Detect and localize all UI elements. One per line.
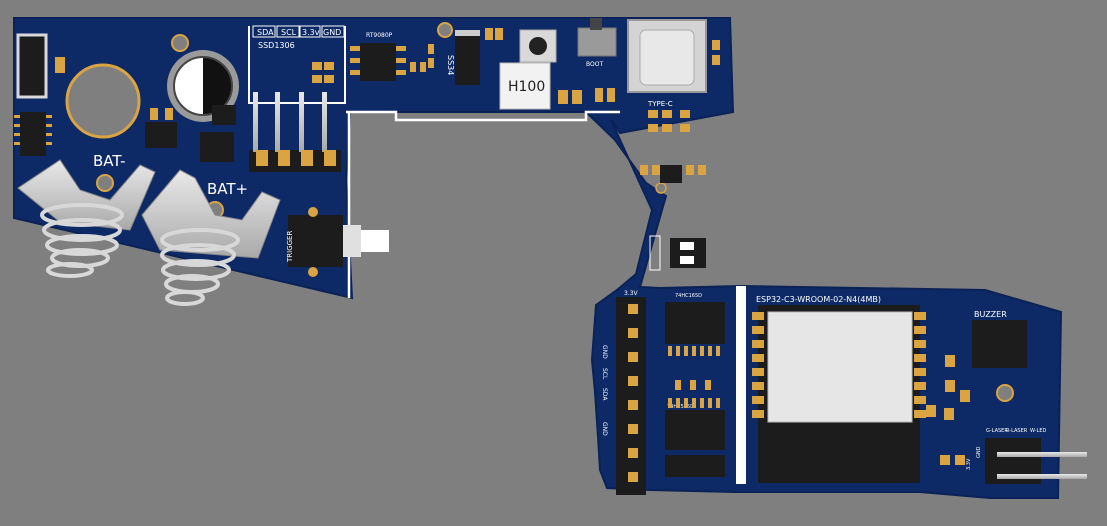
electrolytic-capacitor: [167, 50, 239, 122]
silk-oled-box: [248, 26, 346, 104]
battery-spring-plus: [160, 228, 240, 306]
label-bat-minus: BAT-: [93, 152, 126, 170]
oled-header: [249, 92, 341, 172]
label-3v3: 3.3v: [302, 28, 320, 37]
label-buzzer: BUZZER: [974, 310, 1007, 319]
label-pin-scl: SCL: [601, 368, 608, 380]
smd-components-left: [55, 57, 236, 162]
label-scl: SCL: [281, 28, 297, 37]
label-esp32: ESP32-C3-WROOM-02-N4(4MB): [756, 295, 881, 304]
ic-left: [20, 112, 46, 156]
ss34-diode: SS34: [446, 30, 480, 85]
label-type-c: TYPE-C: [647, 100, 673, 108]
silk-outline-top: [346, 110, 620, 298]
label-pin-gnd2: GND: [601, 422, 608, 436]
label-pin-sda: SDA: [601, 388, 608, 401]
esp32-module: ESP32-C3-WROOM-02-N4(4MB): [736, 286, 926, 484]
label-hdr-gnd: GND: [976, 446, 982, 458]
shift-register-ics: 74HC165D 74HC595D: [665, 293, 725, 477]
oled-header-labels: SDA SCL 3.3v GND SSD1306: [252, 25, 345, 50]
label-pin-gnd: GND: [601, 345, 608, 359]
label-74hc595: 74HC595D: [667, 404, 694, 410]
label-hdr-3v3: 3.3V: [966, 458, 972, 470]
label-gnd: GND: [323, 28, 341, 37]
label-ssd1306: SSD1306: [258, 41, 295, 50]
battery-ring: [65, 63, 141, 139]
label-boot: BOOT: [586, 61, 603, 68]
io-header-vertical: 3.3V GND SCL SDA GND: [601, 290, 646, 495]
diode-block: [16, 33, 48, 99]
label-trigger: TRIGGER: [286, 231, 294, 263]
usb-type-c-connector: TYPE-C: [627, 19, 707, 108]
label-w-led: W-LED: [1030, 428, 1046, 434]
label-bat-plus: BAT+: [207, 180, 248, 198]
ldo-ic: [660, 165, 682, 183]
label-pin-3v3: 3.3V: [624, 290, 639, 297]
label-h100: H100: [508, 79, 545, 95]
regulator-ic: RT9080P: [350, 32, 406, 81]
trigger-switch: TRIGGER: [286, 207, 389, 277]
label-g-laser: G-LASER: [986, 428, 1008, 434]
smd-passives-upper: [312, 28, 720, 175]
ic-left-pins: [14, 115, 52, 145]
buzzer: BUZZER: [972, 310, 1027, 368]
smd-passives-lower: [675, 355, 970, 465]
label-rt9080p: RT9080P: [366, 32, 393, 39]
label-r-laser: R-LASER: [1006, 428, 1028, 434]
reset-button: [519, 29, 557, 63]
label-74hc165-top: 74HC165D: [675, 293, 702, 299]
battery-spring-minus: [40, 203, 124, 278]
output-header: G-LASER R-LASER W-LED 3.3V GND: [966, 428, 1087, 484]
dip-switch: [649, 235, 706, 271]
boot-button: BOOT: [577, 18, 617, 68]
label-sda: SDA: [257, 28, 274, 37]
label-ss34: SS34: [446, 55, 455, 75]
battery-clip-plus: [141, 169, 281, 259]
inductor-h100: H100: [499, 62, 551, 110]
mounting-holes: [96, 22, 1014, 402]
